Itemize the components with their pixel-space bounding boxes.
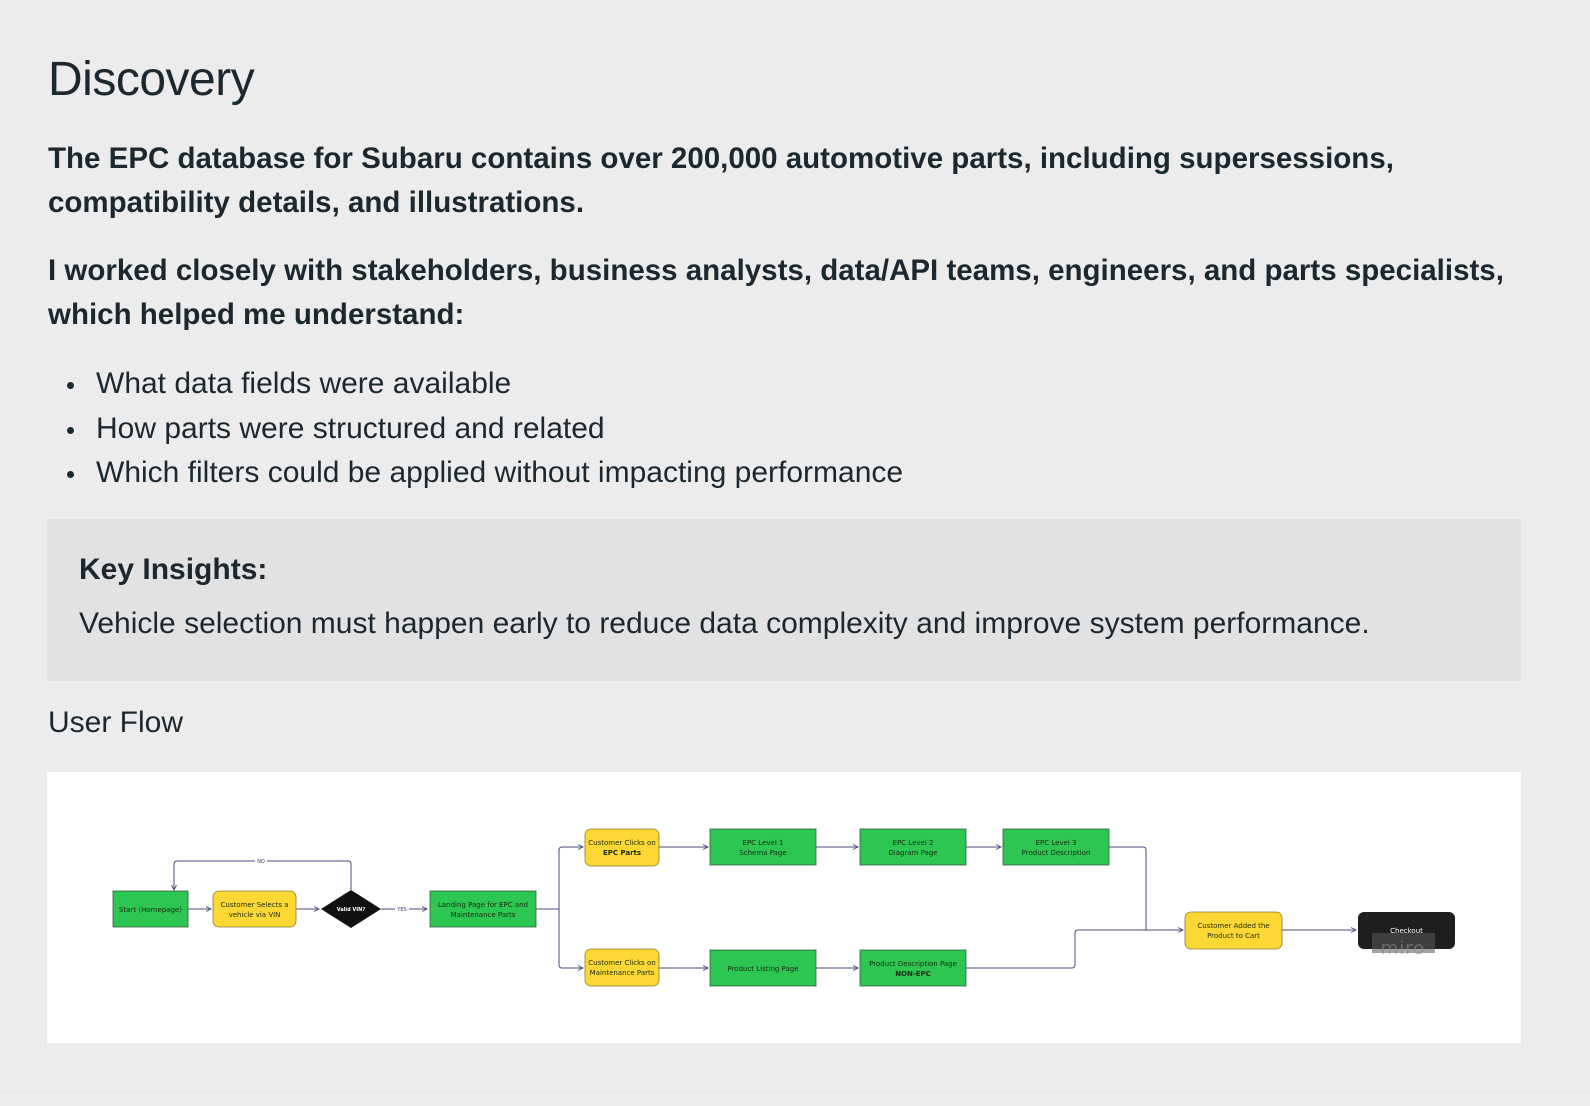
- node-product-listing: Product Listing Page: [709, 949, 817, 987]
- key-insights-body: Vehicle selection must happen early to r…: [79, 607, 1370, 640]
- node-epc3-line2: Product Description: [1022, 849, 1091, 857]
- node-cart-line2: Product to Cart: [1207, 932, 1260, 940]
- node-clicks-maintenance: Customer Clicks on Maintenance Parts: [584, 948, 660, 987]
- node-cart-line1: Customer Added the: [1197, 922, 1269, 930]
- node-landing-line1: Landing Page for EPC and: [438, 901, 528, 909]
- node-start: Start (Homepage): [112, 890, 189, 928]
- miro-watermark-text: miro: [1381, 938, 1426, 959]
- node-epc1-line1: EPC Level 1: [743, 839, 784, 847]
- node-clicks-maint-line1: Customer Clicks on: [588, 959, 656, 967]
- node-epc-level-2: EPC Level 2 Diagram Page: [859, 828, 967, 866]
- node-epc2-line1: EPC Level 2: [893, 839, 934, 847]
- node-epc-level-3: EPC Level 3 Product Description: [1002, 828, 1110, 866]
- node-clicks-epc: Customer Clicks on EPC Parts: [584, 828, 660, 867]
- list-item-text: Which filters could be applied without i…: [96, 456, 904, 489]
- node-select-vin-line1: Customer Selects a: [221, 901, 289, 909]
- edge-label-bg: [255, 858, 267, 864]
- edge-to-clicks-epc: [558, 847, 583, 909]
- bullet-icon: [67, 471, 74, 478]
- miro-watermark: miro: [1372, 933, 1435, 959]
- node-checkout-label: Checkout: [1390, 927, 1423, 935]
- node-start-label: Start (Homepage): [119, 906, 182, 914]
- node-pdp-line2: NON-EPC: [895, 970, 931, 978]
- bullet-icon: [67, 426, 74, 434]
- edge-pdp-to-cart: [966, 929, 1146, 969]
- node-clicks-epc-line2: EPC Parts: [603, 849, 641, 857]
- bullet-icon: [67, 382, 74, 389]
- node-plp-label: Product Listing Page: [727, 965, 798, 973]
- node-valid-vin-label: Valid VIN?: [337, 907, 366, 913]
- collaboration-paragraph: I worked closely with stakeholders, busi…: [48, 254, 1504, 331]
- node-pdp-line1: Product Description Page: [869, 960, 957, 968]
- node-valid-vin-decision: Valid VIN?: [321, 890, 381, 928]
- edge-label-no: NO: [257, 859, 265, 865]
- user-flow-diagram: NO YES Start (Homepage) Customer Selects…: [47, 772, 1521, 1043]
- node-epc-level-1: EPC Level 1 Schema Page: [709, 828, 817, 866]
- node-clicks-maint-line2: Maintenance Parts: [590, 969, 655, 977]
- node-clicks-epc-line1: Customer Clicks on: [588, 839, 656, 847]
- edge-label-bg: [395, 906, 409, 912]
- node-product-description-non-epc: Product Description Page NON-EPC: [859, 949, 967, 987]
- user-flow-title: User Flow: [48, 706, 184, 739]
- node-added-to-cart: Customer Added the Product to Cart: [1184, 911, 1283, 950]
- section-title: Discovery: [48, 53, 255, 106]
- list-item-text: What data fields were available: [96, 367, 512, 400]
- flow-edges: [174, 847, 1356, 968]
- edge-to-clicks-maint: [558, 909, 583, 968]
- user-flow-svg: NO YES Start (Homepage) Customer Selects…: [112, 828, 1455, 987]
- key-insights-callout: Key Insights: Vehicle selection must hap…: [47, 519, 1521, 681]
- key-insights-title: Key Insights:: [79, 553, 268, 586]
- edge-label-yes: YES: [396, 907, 406, 913]
- list-item-text: How parts were structured and related: [96, 411, 605, 445]
- node-landing-line2: Maintenance Parts: [451, 911, 516, 919]
- intro-paragraph: The EPC database for Subaru contains ove…: [48, 142, 1394, 219]
- node-landing: Landing Page for EPC and Maintenance Par…: [429, 890, 537, 928]
- node-epc2-line2: Diagram Page: [888, 849, 937, 857]
- node-epc1-line2: Schema Page: [739, 849, 786, 857]
- edge-valid-no-to-start: [174, 860, 352, 890]
- node-select-vin: Customer Selects a vehicle via VIN: [212, 890, 297, 928]
- understanding-list: What data fields were available How part…: [64, 362, 903, 496]
- list-item: How parts were structured and related: [64, 407, 903, 452]
- node-epc3-line1: EPC Level 3: [1036, 839, 1077, 847]
- node-select-vin-line2: vehicle via VIN: [229, 911, 281, 919]
- list-item: Which filters could be applied without i…: [64, 451, 903, 496]
- edge-epc3-to-cart: [1109, 846, 1183, 930]
- list-item: What data fields were available: [64, 362, 903, 407]
